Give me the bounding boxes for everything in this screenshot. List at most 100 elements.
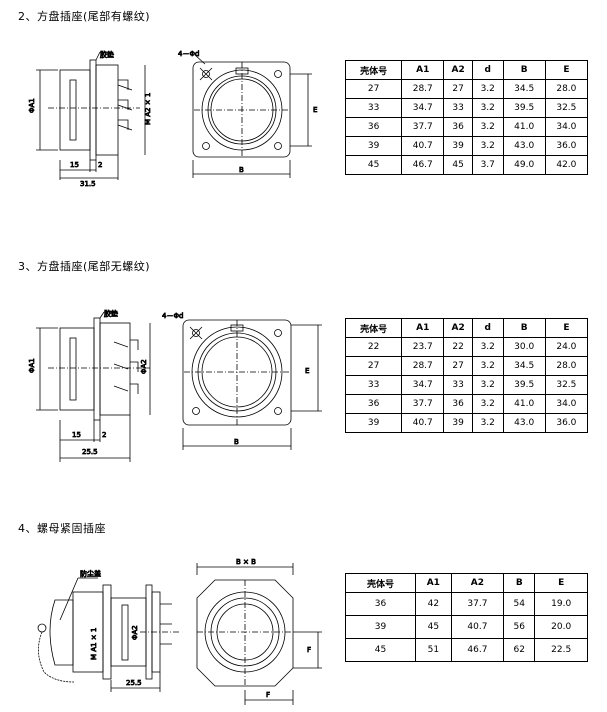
label-b-s3: B: [234, 438, 239, 446]
label-15-s2: 15: [70, 161, 79, 169]
label-b-s2: B: [239, 166, 244, 174]
table-cell: 27: [443, 356, 473, 376]
table-cell: 22: [344, 337, 403, 357]
table-cell: 42: [415, 592, 452, 616]
table-cell: 49.0: [502, 155, 546, 175]
label-cap-s4: 防尘盖: [80, 569, 101, 578]
table-cell: 36: [344, 117, 403, 137]
table-cell: 3.2: [471, 79, 504, 99]
table-cell: 28.7: [401, 356, 445, 376]
table-cell: 23.7: [401, 337, 445, 357]
table-cell: 34.0: [544, 394, 589, 414]
table-header-row: 壳体号 A1 A2 B E: [344, 573, 588, 593]
header-cell: A1: [415, 573, 452, 593]
table-cell: 40.7: [450, 615, 505, 639]
label-flange-s2: 胶垫: [100, 50, 114, 59]
table-header-row: 壳体号 A1 A2 d B E: [344, 60, 589, 80]
table-row: 45 46.7 45 3.7 49.0 42.0: [344, 155, 589, 175]
table-cell: 19.0: [534, 592, 588, 616]
header-cell: E: [534, 573, 588, 593]
table-cell: 43.0: [502, 413, 546, 433]
table-cell: 39.5: [502, 375, 546, 395]
table-cell: 24.0: [544, 337, 589, 357]
table-cell: 39: [344, 136, 403, 156]
section-title-3: 3、方盘插座(尾部无螺纹): [18, 260, 151, 273]
table-cell: 45: [443, 155, 473, 175]
table-row: 45 51 46.7 62 22.5: [344, 638, 588, 662]
table-cell: 28.0: [544, 356, 589, 376]
table-cell: 27: [443, 79, 473, 99]
table-row: 27 28.7 27 3.2 34.5 28.0: [344, 356, 589, 376]
table-cell: 20.0: [534, 615, 588, 639]
table-cell: 3.7: [471, 155, 504, 175]
label-a1-s4: M A1 × 1: [90, 628, 98, 660]
table-cell: 45: [415, 615, 452, 639]
header-cell: A1: [401, 60, 445, 80]
table-cell: 34.0: [544, 117, 589, 137]
table-cell: 36: [344, 592, 417, 616]
table-cell: 28.7: [401, 79, 445, 99]
table-cell: 3.2: [471, 356, 504, 376]
table-row: 33 34.7 33 3.2 39.5 32.5: [344, 98, 589, 118]
table-cell: 30.0: [502, 337, 546, 357]
label-a2-s4: ΦA2: [131, 625, 139, 640]
label-f-bottom-s4: F: [266, 691, 270, 699]
table-cell: 33: [344, 375, 403, 395]
table-cell: 41.0: [502, 394, 546, 414]
side-view-plain: [36, 311, 151, 462]
table-cell: 34.5: [502, 356, 546, 376]
table-cell: 3.2: [471, 413, 504, 433]
table-cell: 36.0: [544, 136, 589, 156]
label-315-s2: 31.5: [80, 180, 96, 188]
table-cell: 32.5: [544, 98, 589, 118]
table-cell: 40.7: [401, 413, 445, 433]
table-row: 36 37.7 36 3.2 41.0 34.0: [344, 394, 589, 414]
table-cell: 54: [503, 592, 536, 616]
label-a1-s2: ΦA1: [28, 98, 36, 113]
table-cell: 39: [344, 413, 403, 433]
label-a2-s2: M A2 × 1: [144, 93, 152, 125]
table-cell: 42.0: [544, 155, 589, 175]
table-cell: 3.2: [471, 98, 504, 118]
table-cell: 3.2: [471, 337, 504, 357]
table-cell: 56: [503, 615, 536, 639]
label-flange-s3: 胶垫: [104, 309, 118, 318]
table-cell: 27: [344, 356, 403, 376]
front-view-threaded: [192, 54, 312, 178]
table-cell: 37.7: [401, 117, 445, 137]
table-row: 39 40.7 39 3.2 43.0 36.0: [344, 136, 589, 156]
header-cell: B: [502, 60, 546, 80]
section-title-4: 4、螺母紧固插座: [18, 522, 106, 535]
table-cell: 34.5: [502, 79, 546, 99]
front-view-plain: [182, 319, 322, 450]
side-view-threaded: [36, 51, 146, 180]
spec-table-s4: 壳体号 A1 A2 B E 36 42 37.7 54 19.0 39 45 4…: [344, 573, 588, 662]
label-a1-s3: ΦA1: [28, 358, 36, 373]
table-row: 33 34.7 33 3.2 39.5 32.5: [344, 375, 589, 395]
table-cell: 40.7: [401, 136, 445, 156]
table-cell: 33: [443, 375, 473, 395]
label-e-s2: E: [313, 106, 317, 114]
table-cell: 22: [443, 337, 473, 357]
table-cell: 33: [344, 98, 403, 118]
table-cell: 27: [344, 79, 403, 99]
table-cell: 36: [443, 117, 473, 137]
header-cell: B: [503, 573, 536, 593]
table-row: 39 45 40.7 56 20.0: [344, 615, 588, 639]
header-cell: A2: [443, 318, 473, 338]
table-cell: 28.0: [544, 79, 589, 99]
label-hole-s2: 4－Φd: [178, 50, 199, 58]
header-cell: d: [471, 318, 504, 338]
table-row: 39 40.7 39 3.2 43.0 36.0: [344, 413, 589, 433]
table-cell: 36: [344, 394, 403, 414]
table-cell: 46.7: [401, 155, 445, 175]
table-cell: 3.2: [471, 394, 504, 414]
table-cell: 39: [443, 413, 473, 433]
spec-table-s3: 壳体号 A1 A2 d B E 22 23.7 22 3.2 30.0 24.0…: [344, 318, 589, 433]
header-cell: B: [502, 318, 546, 338]
table-cell: 39: [344, 615, 417, 639]
label-e-s3: E: [305, 367, 309, 375]
spec-table-s2: 壳体号 A1 A2 d B E 27 28.7 27 3.2 34.5 28.0…: [344, 60, 589, 175]
header-cell: A2: [443, 60, 473, 80]
